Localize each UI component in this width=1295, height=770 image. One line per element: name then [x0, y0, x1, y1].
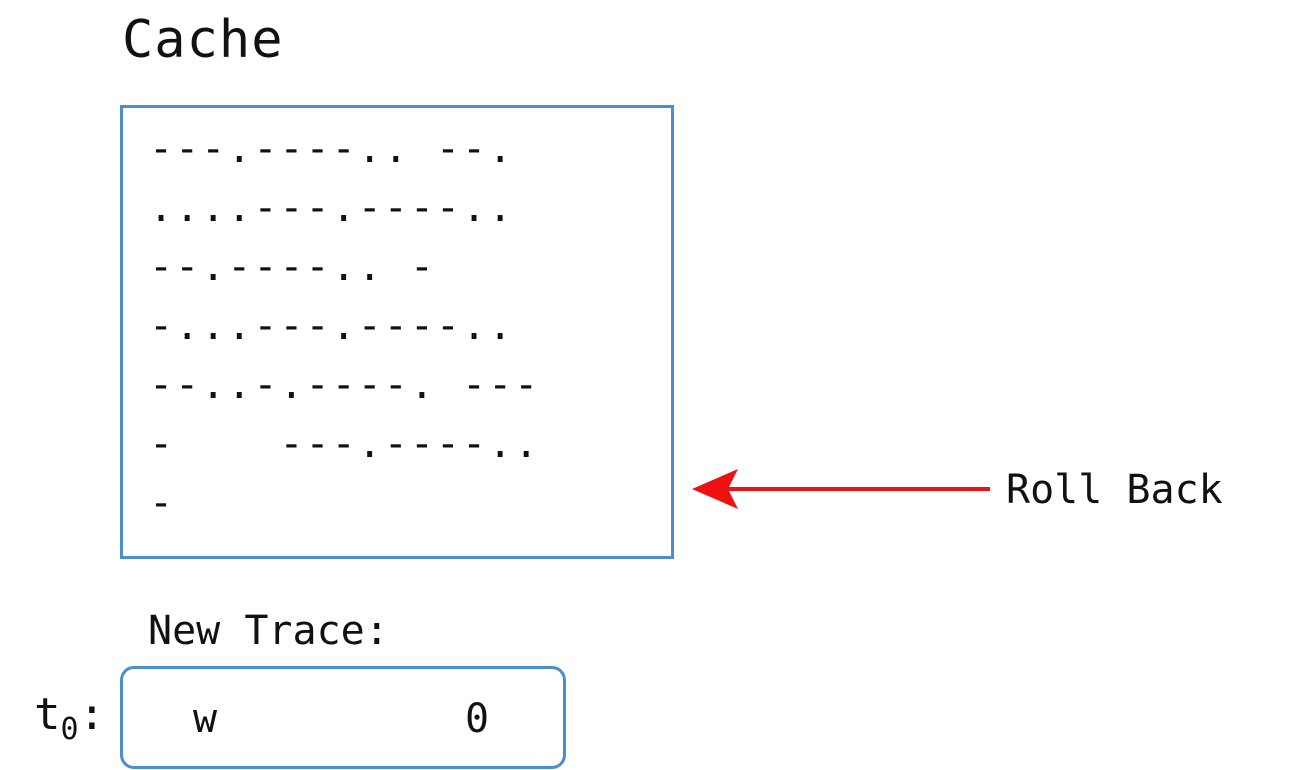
trace-entry-box: w 0	[120, 666, 566, 769]
new-trace-label: New Trace:	[148, 608, 389, 654]
cache-line: -	[149, 480, 176, 526]
rollback-arrow-icon	[692, 469, 990, 509]
arrow-head	[692, 469, 738, 509]
trace-step-label: t0:	[34, 689, 106, 748]
cache-box: ---.----.. --. ....---.----.. --.----.. …	[120, 105, 674, 559]
cache-line: ---.----.. --.	[149, 126, 515, 172]
trace-step-suffix: :	[78, 689, 106, 740]
trace-op: w	[193, 696, 218, 742]
cache-line: - ---.----..	[149, 421, 541, 467]
trace-step-symbol: t	[34, 689, 61, 740]
trace-value: 0	[465, 696, 490, 742]
cache-title: Cache	[122, 10, 284, 70]
cache-lines: ---.----.. --. ....---.----.. --.----.. …	[149, 120, 540, 533]
cache-line: --.----.. -	[149, 244, 436, 290]
rollback-label: Roll Back	[1006, 467, 1223, 513]
cache-line: -...---.----..	[149, 303, 515, 349]
cache-line: --..-.----. ---	[149, 362, 541, 408]
cache-line: ....---.----..	[149, 185, 515, 231]
trace-step-subscript: 0	[60, 712, 79, 747]
